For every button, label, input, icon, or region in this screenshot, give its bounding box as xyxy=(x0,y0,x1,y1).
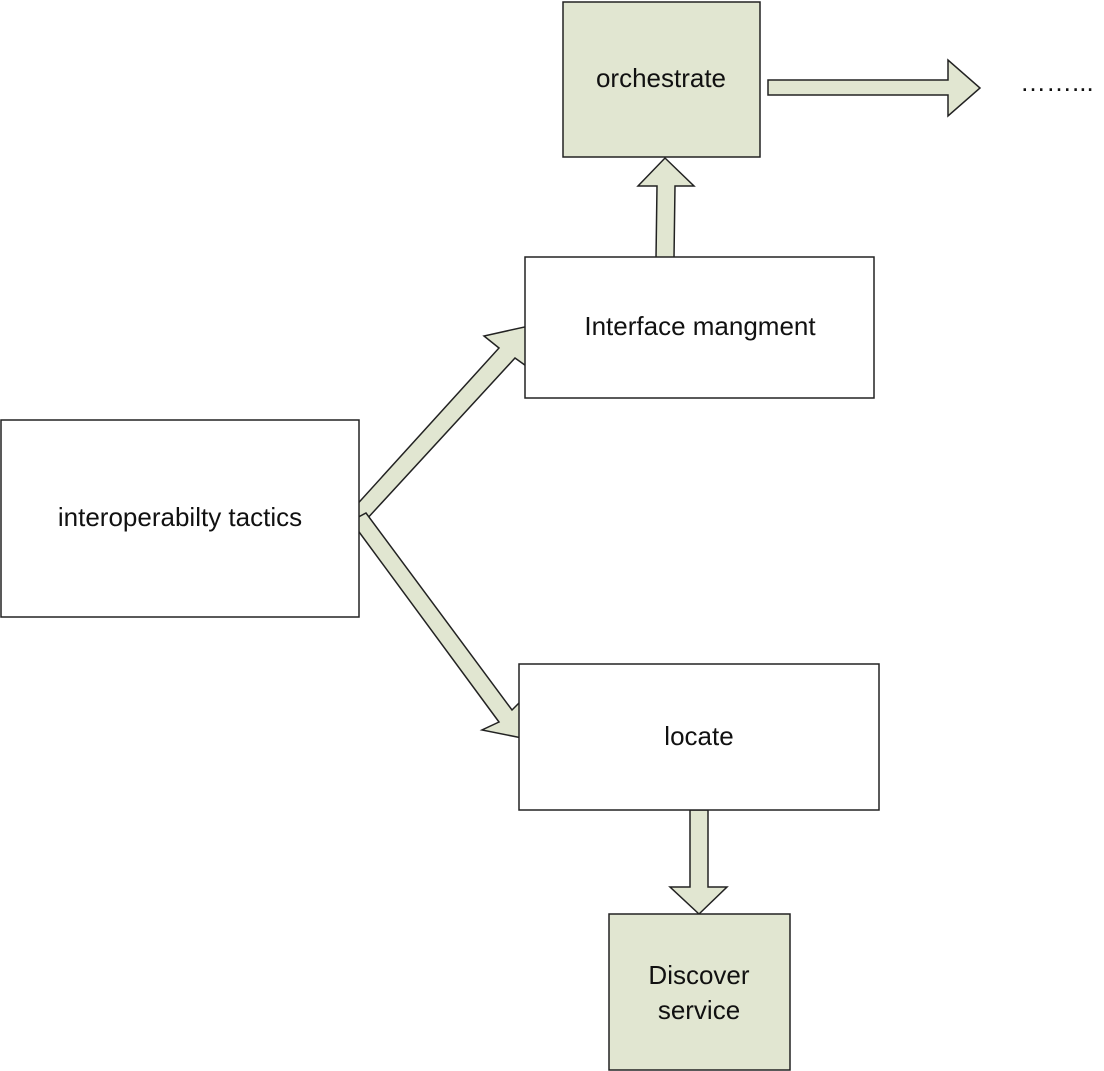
node-discover-service-label-line2: service xyxy=(658,995,740,1025)
node-interface-management: Interface mangment xyxy=(524,256,875,399)
node-orchestrate: orchestrate xyxy=(562,1,761,158)
node-discover-service-label-line1: Discover xyxy=(648,960,749,990)
node-interface-management-label: Interface mangment xyxy=(584,311,816,341)
node-orchestrate-label: orchestrate xyxy=(596,63,726,93)
continuation-ellipsis: ……... xyxy=(1020,67,1094,97)
arrow-locate-to-discover xyxy=(668,809,729,916)
arrow-tactics-to-interface xyxy=(350,325,530,523)
node-interoperability-tactics-label: interoperabilty tactics xyxy=(58,502,302,532)
node-interoperability-tactics: interoperabilty tactics xyxy=(0,419,360,618)
arrow-tactics-to-locate xyxy=(349,512,525,739)
node-discover-service: Discover service xyxy=(608,913,791,1071)
arrow-interface-to-orchestrate xyxy=(636,156,696,259)
node-locate: locate xyxy=(518,663,880,811)
node-locate-label: locate xyxy=(664,721,733,751)
arrow-orchestrate-to-continuation xyxy=(767,58,982,118)
